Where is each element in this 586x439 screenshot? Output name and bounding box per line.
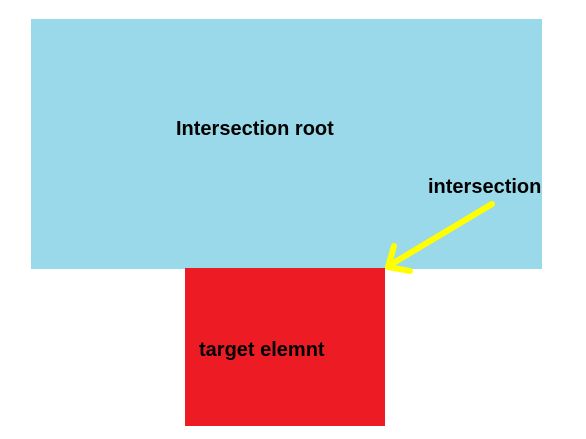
arrow-shaft [387, 201, 495, 268]
target-element-box [185, 268, 385, 426]
intersection-label: intersection [428, 176, 542, 198]
intersection-root-label: Intersection root [176, 118, 334, 140]
target-element-label: target elemnt [199, 339, 325, 361]
arrow-head [385, 243, 413, 274]
